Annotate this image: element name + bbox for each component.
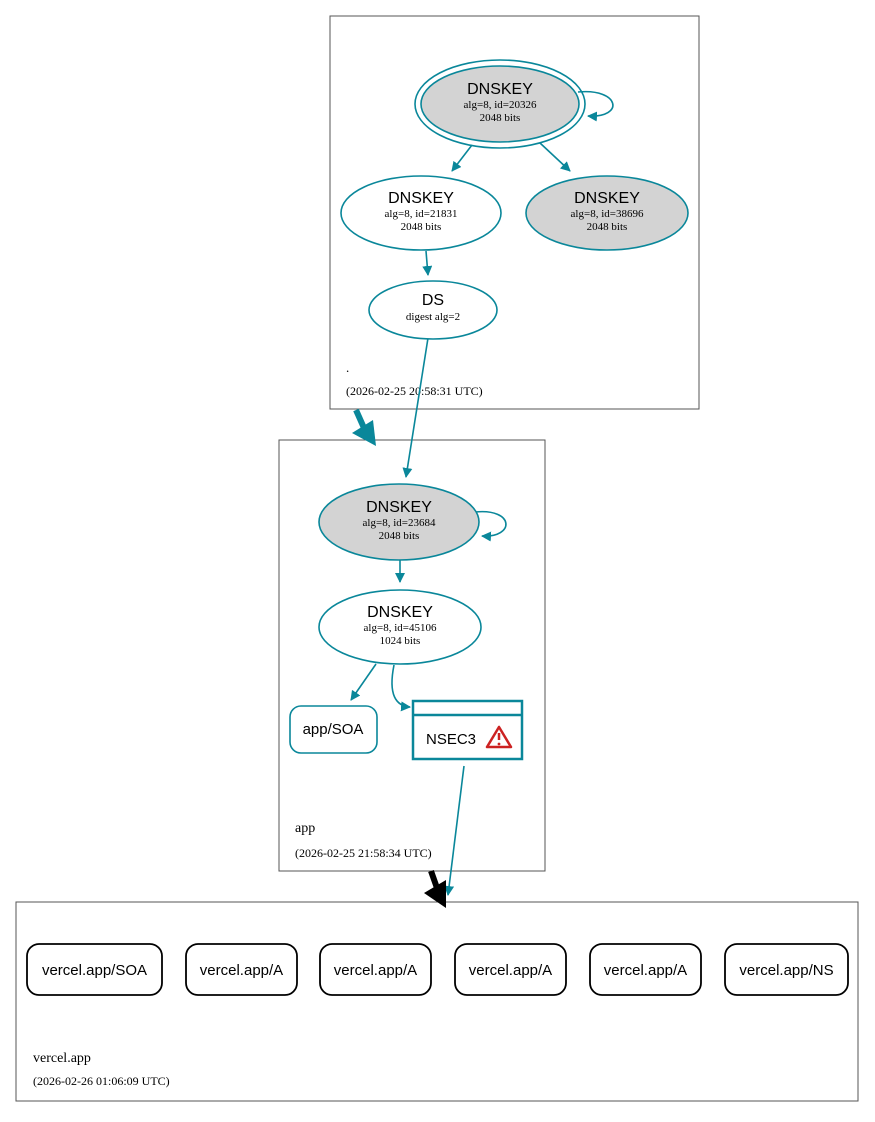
zone-vercel: vercel.app (2026-02-26 01:06:09 UTC) — [15, 901, 859, 1102]
edge-root-ksk-zsk — [451, 144, 473, 172]
node-root-zsk2-line2: 2048 bits — [587, 221, 628, 233]
node-root-zsk-line2: 2048 bits — [401, 221, 442, 233]
record-3[interactable]: vercel.app/A — [454, 943, 567, 996]
node-root-zsk2[interactable]: DNSKEY alg=8, id=38696 2048 bits — [525, 175, 689, 251]
edge-root-ksk-zsk2 — [539, 142, 571, 172]
record-1[interactable]: vercel.app/A — [185, 943, 298, 996]
zone-app-name: app — [295, 821, 315, 836]
warning-icon — [485, 725, 513, 749]
delegation-root-app — [352, 408, 376, 446]
node-root-ksk-line2: 2048 bits — [480, 112, 521, 124]
node-root-ds-line1: digest alg=2 — [406, 311, 460, 323]
node-app-ksk-line2: 2048 bits — [379, 530, 420, 542]
zone-app-timestamp: (2026-02-25 21:58:34 UTC) — [295, 846, 432, 860]
node-app-ksk-line1: alg=8, id=23684 — [363, 517, 436, 529]
record-3-label: vercel.app/A — [469, 962, 552, 979]
node-app-soa-label: app/SOA — [303, 721, 364, 738]
node-app-zsk-line2: 1024 bits — [380, 635, 421, 647]
node-app-ksk[interactable]: DNSKEY alg=8, id=23684 2048 bits — [318, 483, 480, 561]
record-2[interactable]: vercel.app/A — [319, 943, 432, 996]
edge-app-zsk-nsec3 — [391, 664, 411, 712]
node-app-zsk[interactable]: DNSKEY alg=8, id=45106 1024 bits — [318, 589, 482, 665]
zone-root-name: . — [346, 360, 349, 375]
delegation-app-vercel — [424, 870, 446, 908]
zone-root-timestamp: (2026-02-25 20:58:31 UTC) — [346, 384, 483, 398]
node-root-zsk-line1: alg=8, id=21831 — [385, 208, 458, 220]
edges — [350, 90, 614, 896]
edge-root-zsk-ds — [422, 250, 433, 276]
edge-ds-app-ksk — [402, 337, 429, 478]
record-1-label: vercel.app/A — [200, 962, 283, 979]
node-root-zsk2-line1: alg=8, id=38696 — [571, 208, 644, 220]
zone-vercel-timestamp: (2026-02-26 01:06:09 UTC) — [33, 1074, 170, 1088]
record-5-label: vercel.app/NS — [739, 962, 833, 979]
node-app-soa[interactable]: app/SOA — [289, 705, 378, 754]
record-5[interactable]: vercel.app/NS — [724, 943, 849, 996]
node-app-nsec3[interactable]: NSEC3 — [411, 699, 524, 761]
edge-app-zsk-soa — [350, 663, 377, 701]
node-root-zsk[interactable]: DNSKEY alg=8, id=21831 2048 bits — [340, 175, 502, 251]
node-root-ksk[interactable]: DNSKEY alg=8, id=20326 2048 bits — [414, 59, 586, 149]
record-4-label: vercel.app/A — [604, 962, 687, 979]
zone-root: . (2026-02-25 20:58:31 UTC) — [329, 15, 700, 410]
edge-nsec3-vercel — [444, 765, 465, 896]
record-0[interactable]: vercel.app/SOA — [26, 943, 163, 996]
record-4[interactable]: vercel.app/A — [589, 943, 702, 996]
node-root-zsk-title: DNSKEY — [388, 190, 454, 207]
node-app-nsec3-label: NSEC3 — [426, 731, 476, 748]
record-2-label: vercel.app/A — [334, 962, 417, 979]
edge-root-ksk-self — [577, 90, 614, 122]
record-0-label: vercel.app/SOA — [42, 962, 147, 979]
node-app-ksk-title: DNSKEY — [366, 499, 432, 516]
node-app-zsk-title: DNSKEY — [367, 604, 433, 621]
node-app-zsk-line1: alg=8, id=45106 — [364, 622, 437, 634]
node-root-ds-title: DS — [422, 292, 444, 309]
zone-vercel-name: vercel.app — [33, 1051, 91, 1066]
node-root-ds[interactable]: DS digest alg=2 — [368, 280, 498, 340]
edge-app-ksk-self — [474, 510, 507, 542]
node-root-ksk-line1: alg=8, id=20326 — [464, 99, 537, 111]
node-root-zsk2-title: DNSKEY — [574, 190, 640, 207]
node-root-ksk-title: DNSKEY — [467, 81, 533, 98]
